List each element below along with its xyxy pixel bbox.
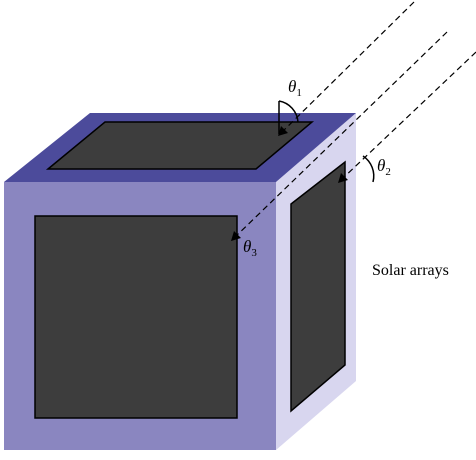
arrowhead-2	[338, 173, 348, 183]
arrowhead-3	[231, 231, 241, 241]
theta-2-symbol: θ	[377, 156, 386, 175]
angle-arc-2	[362, 155, 375, 183]
sun-rays	[232, 1, 476, 240]
solar-arrays-label: Solar arrays	[372, 262, 449, 279]
sun-ray-1	[279, 1, 415, 135]
arrowhead-1	[278, 126, 288, 136]
sun-ray-2	[339, 51, 476, 182]
theta-3-symbol: θ	[243, 237, 252, 256]
theta-3-subscript: 3	[251, 247, 257, 259]
side-solar-panel	[290, 160, 346, 413]
theta-1-label: θ1	[288, 78, 302, 99]
angle-arcs	[278, 100, 375, 183]
theta-2-subscript: 2	[385, 166, 391, 178]
front-solar-panel	[34, 215, 238, 419]
top-solar-panel	[45, 121, 315, 170]
theta-3-label: θ3	[243, 238, 257, 259]
theta-1-subscript: 1	[296, 87, 302, 99]
theta-2-label: θ2	[377, 157, 391, 178]
ray-arrowheads	[231, 126, 348, 241]
angle-arc-1	[278, 100, 299, 123]
theta-1-symbol: θ	[288, 77, 297, 96]
